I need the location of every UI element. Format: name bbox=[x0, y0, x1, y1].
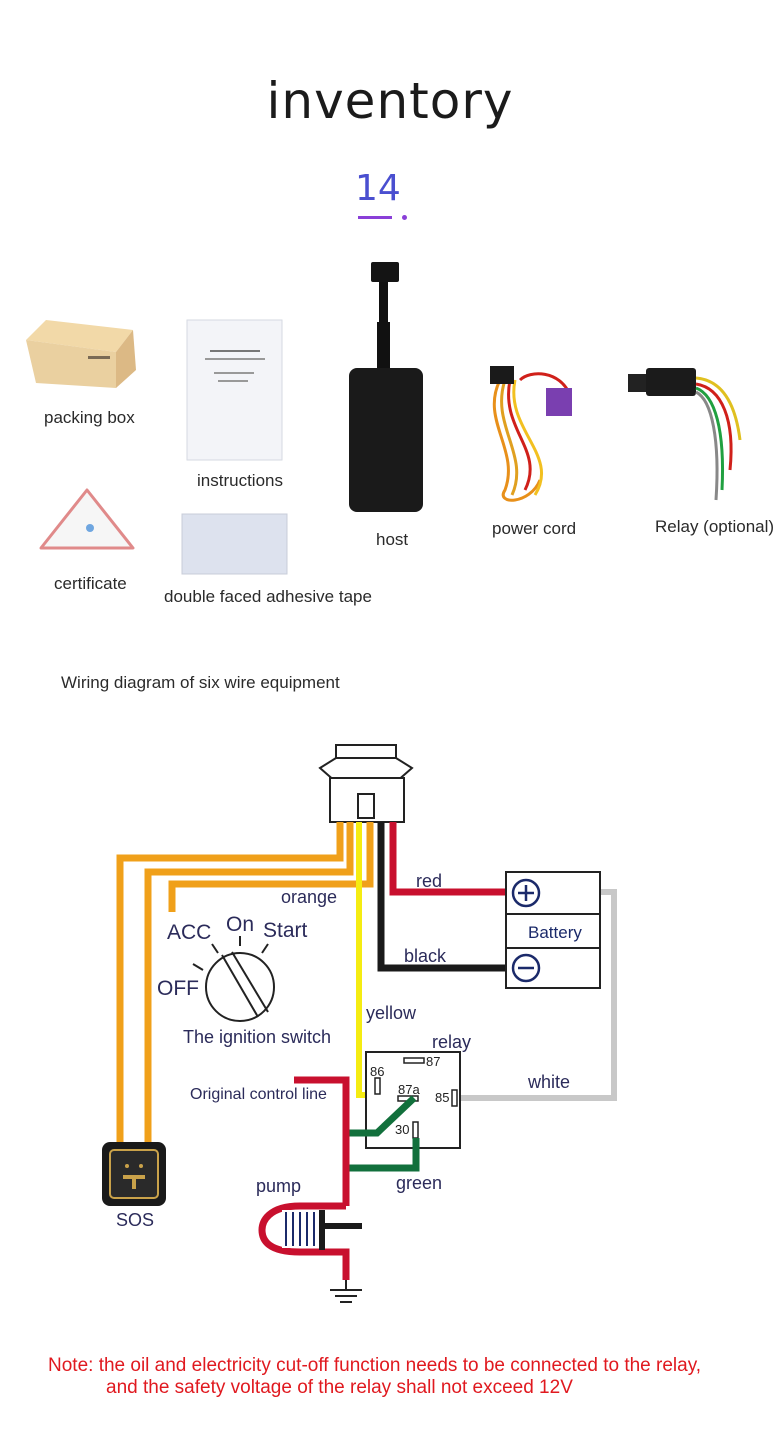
connector-icon bbox=[318, 744, 414, 823]
power-cord-image bbox=[490, 366, 572, 502]
pin-30: 30 bbox=[395, 1122, 410, 1137]
note-line-1: Note: the oil and electricity cut-off fu… bbox=[48, 1355, 702, 1376]
warning-note: Note: the oil and electricity cut-off fu… bbox=[48, 1355, 748, 1399]
pin-87: 87 bbox=[426, 1054, 441, 1069]
certificate-image bbox=[39, 488, 135, 550]
red-wire bbox=[389, 822, 508, 896]
ground-icon bbox=[330, 1280, 362, 1303]
wiring-heading: Wiring diagram of six wire equipment bbox=[61, 673, 340, 692]
certificate-label: certificate bbox=[54, 574, 127, 593]
note-line-2: and the safety voltage of the relay shal… bbox=[106, 1377, 573, 1398]
orange-wires bbox=[116, 822, 374, 1145]
packing-box-label: packing box bbox=[44, 408, 135, 427]
tape-label: double faced adhesive tape bbox=[164, 587, 372, 606]
yellow-label: yellow bbox=[366, 1003, 417, 1023]
instructions-image bbox=[186, 319, 283, 461]
host-image bbox=[349, 262, 423, 512]
host-label: host bbox=[376, 530, 409, 549]
page-title: inventory bbox=[266, 72, 514, 130]
red-label: red bbox=[416, 871, 443, 891]
relay-image bbox=[628, 368, 742, 501]
control-line-label: Original control line bbox=[190, 1086, 327, 1103]
section-number: 14 bbox=[355, 168, 401, 209]
black-label: black bbox=[404, 946, 447, 966]
black-wire bbox=[377, 822, 508, 972]
control-red-wires bbox=[258, 1076, 350, 1280]
pump-label: pump bbox=[256, 1176, 302, 1196]
sos-label: SOS bbox=[116, 1210, 155, 1230]
pin-86: 86 bbox=[370, 1064, 385, 1079]
pin-87a: 87a bbox=[398, 1082, 420, 1097]
battery-label: Battery bbox=[528, 923, 582, 942]
battery-icon bbox=[505, 871, 601, 989]
relay-diagram-label: relay bbox=[432, 1032, 472, 1052]
pin-85: 85 bbox=[435, 1090, 450, 1105]
green-label: green bbox=[396, 1173, 443, 1193]
off-label: OFF bbox=[157, 977, 199, 1000]
orange-label: orange bbox=[281, 887, 338, 907]
tape-image bbox=[181, 513, 288, 575]
number-underline bbox=[358, 216, 392, 219]
power-cord-label: power cord bbox=[492, 519, 577, 538]
pump-icon bbox=[282, 1210, 362, 1250]
start-label: Start bbox=[263, 919, 308, 942]
acc-label: ACC bbox=[167, 921, 212, 944]
on-label: On bbox=[226, 913, 255, 936]
sos-button-icon bbox=[102, 1142, 166, 1206]
green-wires bbox=[346, 1095, 420, 1172]
number-dot bbox=[402, 215, 407, 220]
white-label: white bbox=[528, 1072, 571, 1092]
white-wire bbox=[455, 889, 617, 1101]
packing-box-image bbox=[26, 320, 136, 388]
ignition-label: The ignition switch bbox=[183, 1027, 332, 1047]
instructions-label: instructions bbox=[197, 471, 283, 490]
relay-label: Relay (optional) bbox=[655, 517, 775, 536]
ignition-switch-icon bbox=[192, 936, 275, 1022]
